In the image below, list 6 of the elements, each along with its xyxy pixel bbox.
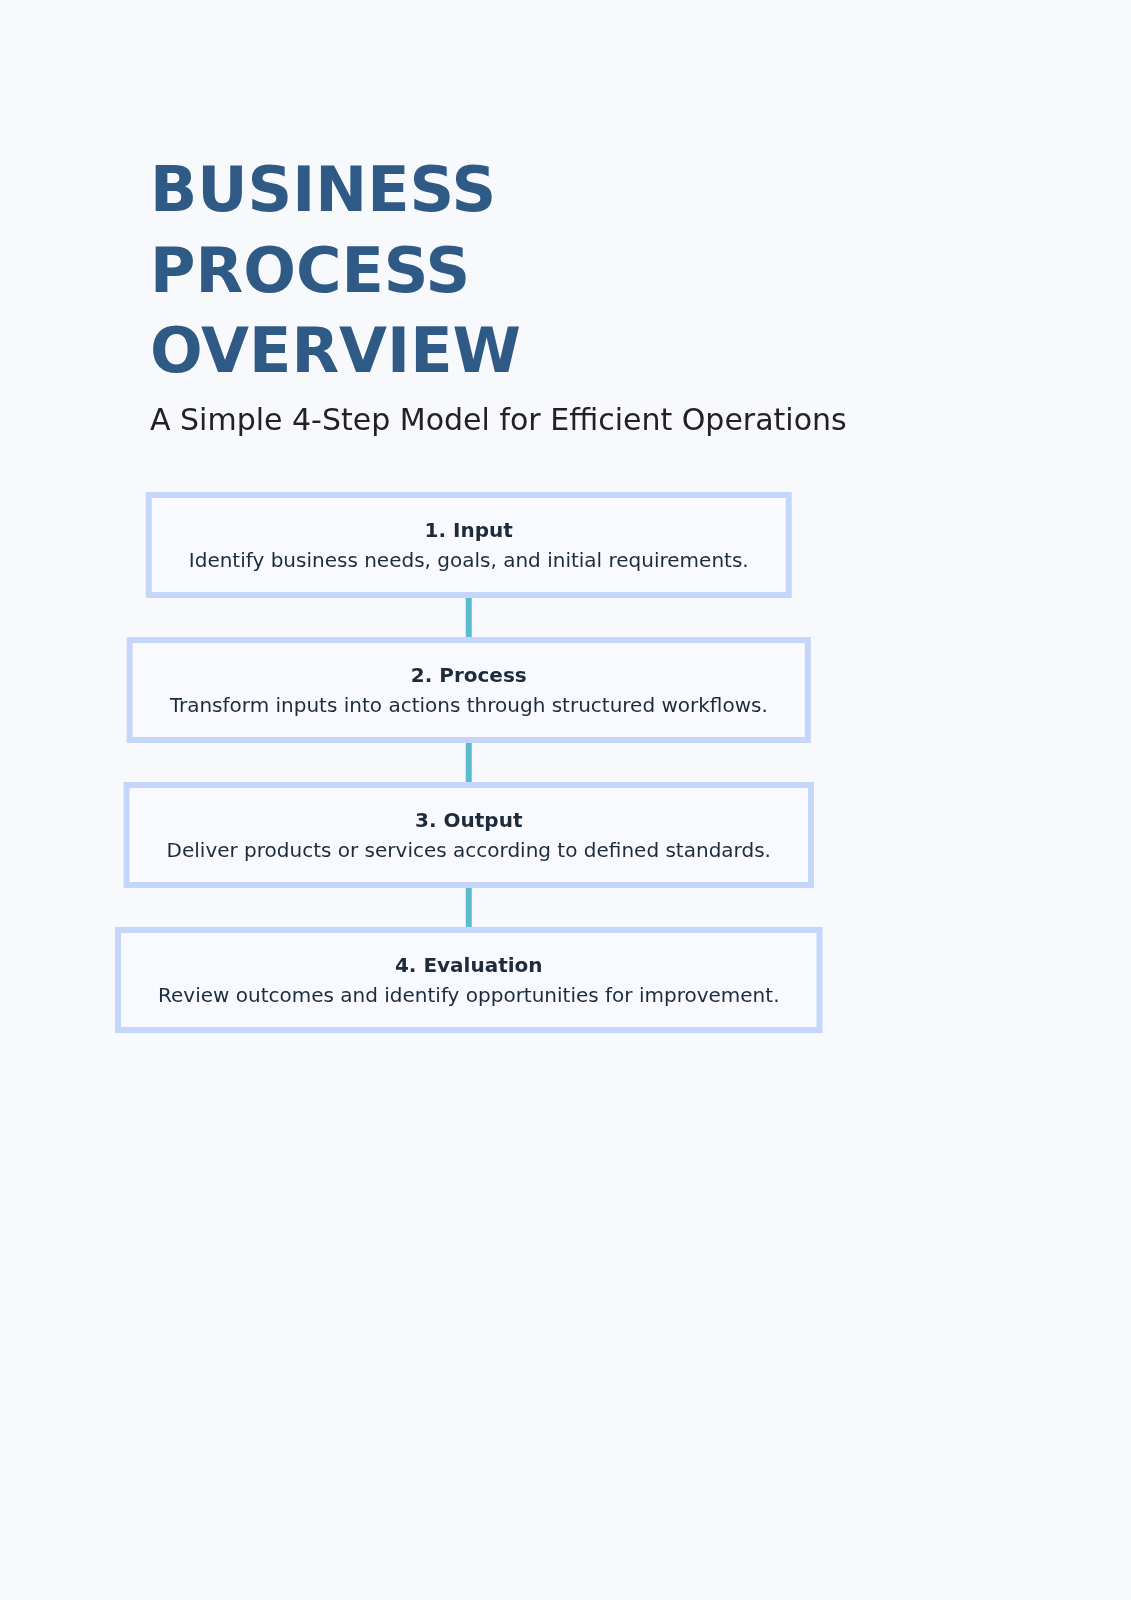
node-box: 2. Process Transform inputs into actions through structured workflows. — [126, 636, 811, 743]
node-box: 4. Evaluation Review outcomes and identify opportunities for improvement. — [115, 926, 823, 1033]
node-box: 3. Output Deliver products or services according to defined standards. — [123, 781, 814, 888]
node-box: 1. Input Identify business needs, goals, and initial requirements. — [145, 491, 792, 598]
subtitle: A Simple 4-Step Model for Efficient Operations — [150, 401, 848, 437]
title: BUSINESS PROCESS OVERVIEW — [150, 152, 522, 390]
